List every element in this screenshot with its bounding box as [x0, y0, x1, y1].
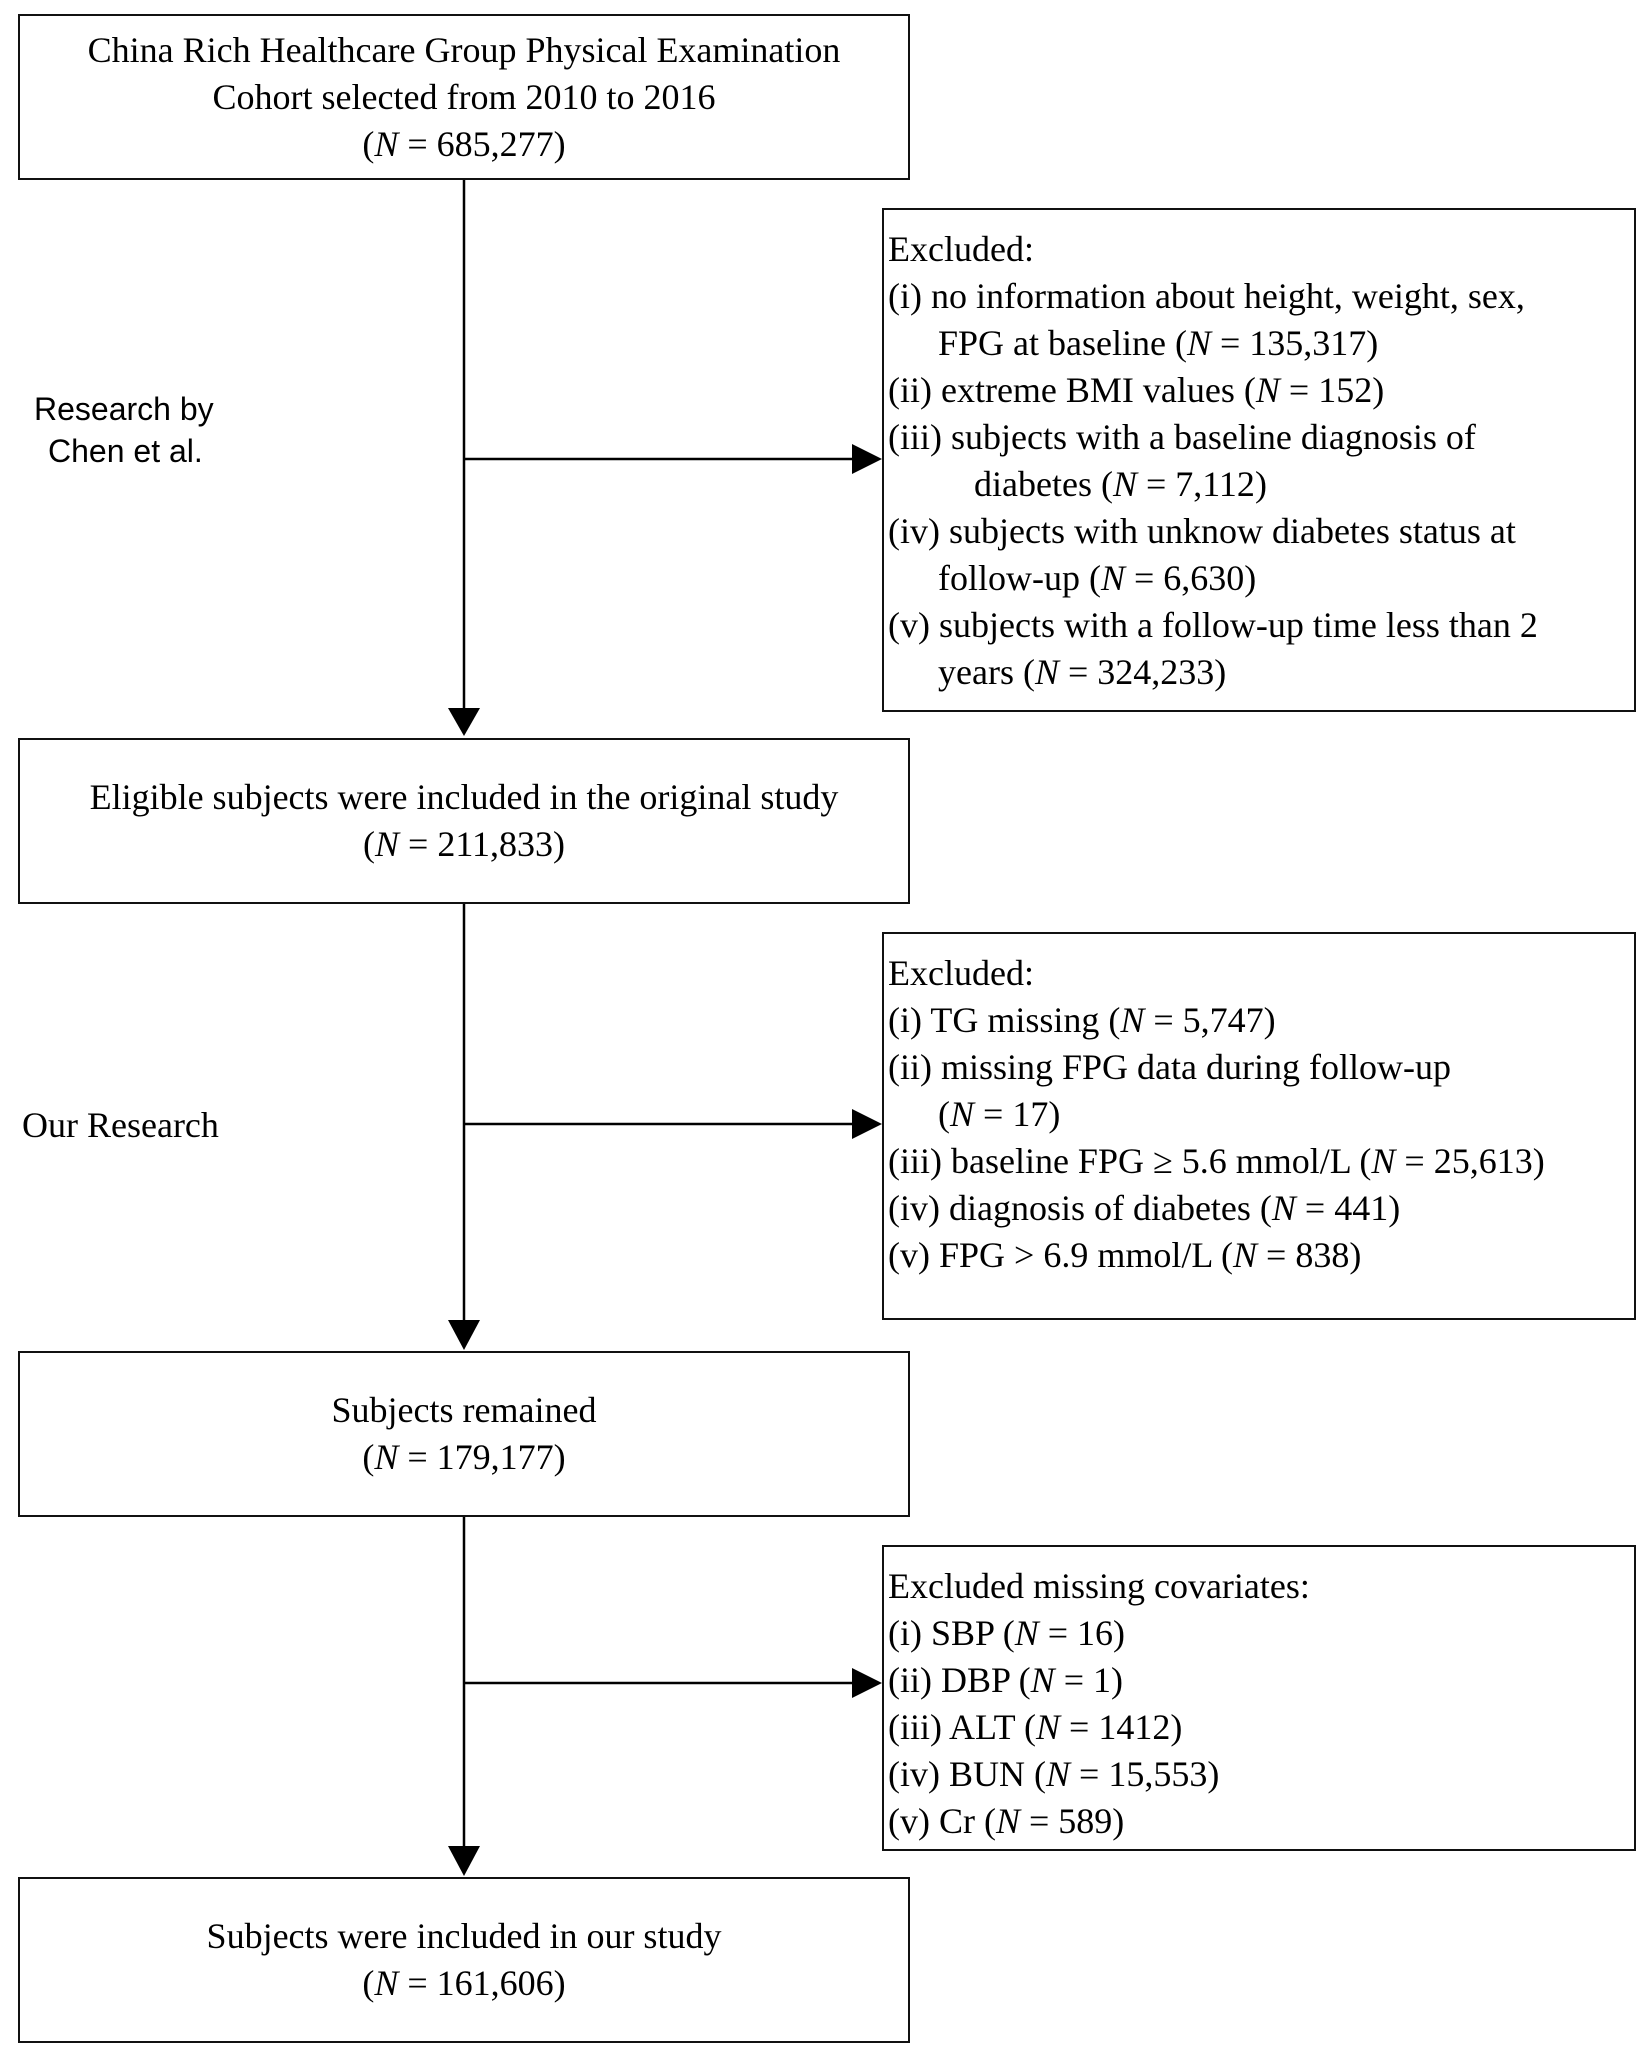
label-chen-line1: Research by [34, 391, 214, 427]
exclusion-1-item: follow-up (N = 6,630) [938, 558, 1257, 598]
exclusion-3-item: (ii) DBP (N = 1) [888, 1660, 1123, 1700]
exclusion-2-item: (v) FPG > 6.9 mmol/L (N = 838) [888, 1235, 1362, 1275]
cohort-line1: China Rich Healthcare Group Physical Exa… [87, 29, 841, 70]
exclusion-2-item: (iv) diagnosis of diabetes (N = 441) [888, 1188, 1401, 1228]
exclusion-3-heading: Excluded missing covariates: [888, 1566, 1310, 1606]
eligible-line1: Eligible subjects were included in the o… [89, 777, 839, 817]
exclusion-2-item: (iii) baseline FPG ≥ 5.6 mmol/L (N = 25,… [888, 1141, 1545, 1181]
cohort-line2: Cohort selected from 2010 to 2016 [212, 76, 716, 117]
label-our-research: Our Research [22, 1105, 219, 1145]
exclusion-3-item: (iii) ALT (N = 1412) [888, 1707, 1183, 1747]
arrowhead-down-3 [448, 1846, 480, 1876]
cohort-box: China Rich Healthcare Group Physical Exa… [18, 14, 910, 180]
exclusion-3-item: (i) SBP (N = 16) [888, 1613, 1126, 1653]
exclusion-1-item: (iv) subjects with unknow diabetes statu… [888, 511, 1516, 551]
arrowhead-right-3 [852, 1668, 882, 1698]
remained-box: Subjects remained (N = 179,177) [18, 1351, 910, 1517]
arrowhead-right-2 [852, 1109, 882, 1139]
eligible-box: Eligible subjects were included in the o… [18, 738, 910, 904]
label-chen-research: Research by Chen et al. [34, 388, 214, 472]
exclusion-box-3: Excluded missing covariates: (i) SBP (N … [882, 1545, 1636, 1851]
exclusion-1-item: FPG at baseline (N = 135,317) [938, 323, 1379, 363]
label-chen-line2: Chen et al. [48, 433, 203, 469]
exclusion-1-item: (i) no information about height, weight,… [888, 276, 1525, 316]
exclusion-1-heading: Excluded: [888, 229, 1034, 269]
exclusion-1-item: years (N = 324,233) [938, 652, 1227, 692]
arrowhead-right-1 [852, 444, 882, 474]
included-count: (N = 161,606) [362, 1963, 566, 2003]
exclusion-3-item: (v) Cr (N = 589) [888, 1801, 1125, 1841]
remained-line1: Subjects remained [331, 1390, 597, 1430]
exclusion-2-item: (ii) missing FPG data during follow-up [888, 1047, 1451, 1087]
exclusion-2-item: (i) TG missing (N = 5,747) [888, 1000, 1276, 1040]
exclusion-1-item: (v) subjects with a follow-up time less … [888, 605, 1538, 645]
included-line1: Subjects were included in our study [206, 1916, 722, 1956]
exclusion-2-item: (N = 17) [938, 1094, 1061, 1134]
exclusion-box-2: Excluded: (i) TG missing (N = 5,747) (ii… [882, 932, 1636, 1320]
included-box: Subjects were included in our study (N =… [18, 1877, 910, 2043]
cohort-count: (N = 685,277) [362, 123, 566, 164]
arrowhead-down-2 [448, 1320, 480, 1350]
exclusion-1-item: diabetes (N = 7,112) [974, 464, 1267, 504]
remained-count: (N = 179,177) [362, 1437, 566, 1477]
exclusion-1-item: (ii) extreme BMI values (N = 152) [888, 370, 1385, 410]
eligible-count: (N = 211,833) [363, 824, 565, 864]
exclusion-box-1: Excluded: (i) no information about heigh… [882, 208, 1636, 712]
exclusion-2-heading: Excluded: [888, 953, 1034, 993]
arrowhead-down-1 [448, 708, 480, 736]
exclusion-3-item: (iv) BUN (N = 15,553) [888, 1754, 1220, 1794]
exclusion-1-item: (iii) subjects with a baseline diagnosis… [888, 417, 1476, 457]
